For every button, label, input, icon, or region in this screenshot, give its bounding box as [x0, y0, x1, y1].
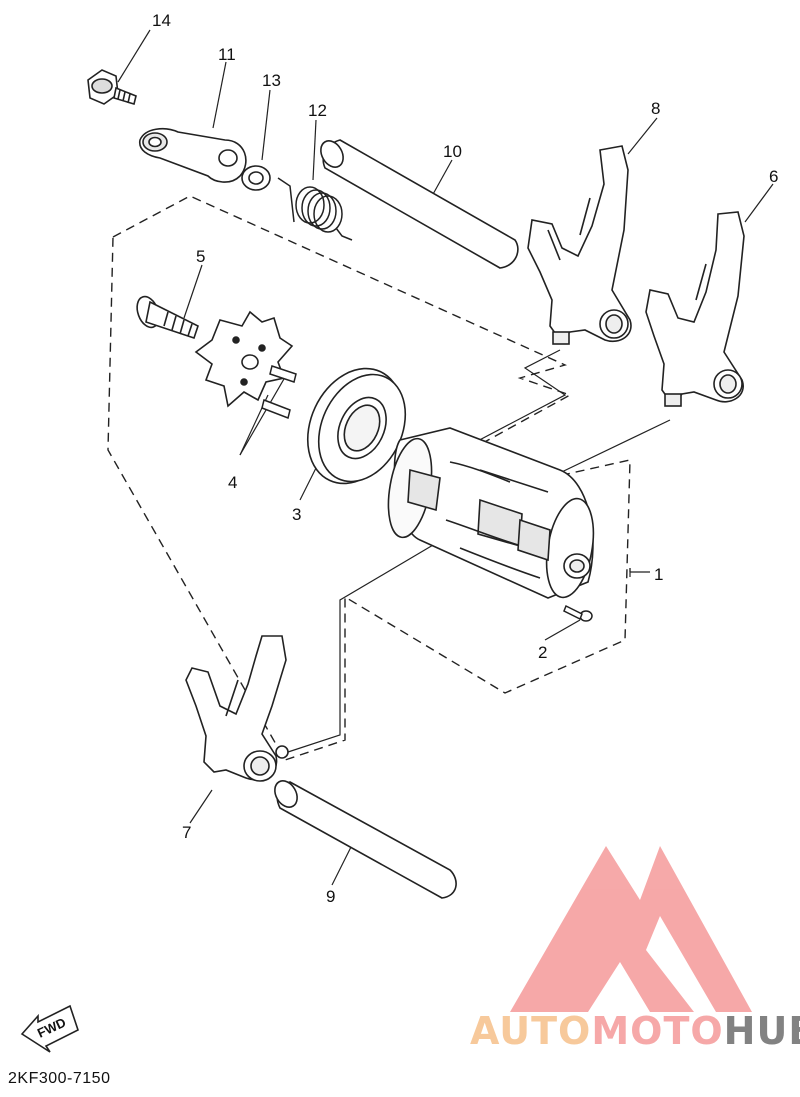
bolt-part-14	[87, 69, 137, 106]
segment-plate	[194, 310, 294, 408]
shift-drum	[387, 427, 595, 599]
logo-text-moto: MOTO	[591, 1009, 723, 1053]
small-screw-part-2	[563, 604, 593, 622]
callout-5: 5	[196, 247, 205, 266]
washer-part-13	[241, 165, 271, 191]
callout-7: 7	[182, 823, 191, 842]
callout-13: 13	[262, 71, 281, 90]
callout-6: 6	[769, 167, 778, 186]
shift-fork-part-8	[527, 145, 632, 345]
logo-text-auto: AUTO	[470, 1009, 591, 1053]
shift-fork-part-6	[645, 211, 745, 407]
callout-12: 12	[308, 101, 327, 120]
assembly-outline	[107, 195, 631, 761]
shift-arm-part-11	[138, 127, 247, 183]
shift-fork-part-7	[185, 635, 289, 782]
dowel-pins-part-4	[261, 365, 297, 420]
spring-part-12	[277, 177, 353, 241]
svg-text:AUTOMOTOHUB: AUTOMOTOHUB	[470, 1009, 800, 1053]
guide-bar-part-9	[274, 780, 457, 899]
callout-3: 3	[292, 505, 301, 524]
callout-labels: 1 2 3 4 5 6 7 8 9 10 11 12 13 14	[152, 11, 778, 906]
fwd-arrow-icon: FWD	[20, 1004, 79, 1053]
callout-1: 1	[654, 565, 663, 584]
screw-part-5	[136, 295, 199, 340]
logo-mark	[510, 846, 752, 1012]
automotohub-logo: AUTOMOTOHUB	[470, 846, 800, 1053]
callout-10: 10	[443, 142, 462, 161]
callout-9: 9	[326, 887, 335, 906]
callout-14: 14	[152, 11, 171, 30]
guide-bar-part-10	[320, 139, 519, 269]
bearing-part-3	[306, 367, 407, 485]
callout-11: 11	[218, 45, 236, 64]
part-code: 2KF300-7150	[8, 1070, 111, 1087]
logo-text-hub: HUB	[724, 1009, 800, 1053]
callout-2: 2	[538, 643, 547, 662]
leader-lines	[117, 29, 774, 886]
callout-4: 4	[228, 473, 237, 492]
callout-8: 8	[651, 99, 660, 118]
